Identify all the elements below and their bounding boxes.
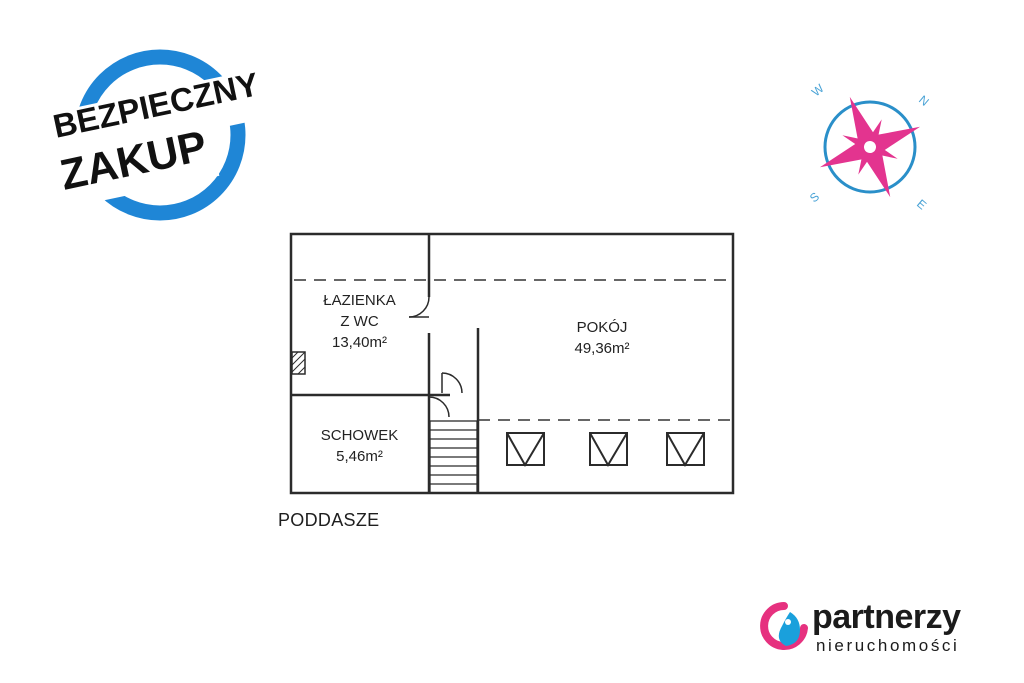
room-area: 13,40m²	[331, 334, 388, 351]
room-area: 49,36m²	[574, 340, 630, 357]
room-name: SCHOWEK	[320, 427, 399, 444]
badge-graphic: BEZPIECZNY ZAKUP	[42, 49, 262, 221]
partnerzy-logo-icon	[760, 602, 808, 650]
room-name: Z WC	[340, 313, 379, 330]
room-label-schowek: SCHOWEK 5,46m²	[302, 425, 417, 467]
compass-rose: W N S E	[800, 75, 945, 215]
brand-subtitle: nieruchomości	[816, 636, 960, 655]
stairs	[429, 420, 478, 494]
compass-icon: W N S E	[807, 81, 932, 213]
room-label-pokoj: POKÓJ 49,36m²	[537, 317, 667, 359]
compass-label-s: S	[807, 189, 822, 205]
partnerzy-logo: partnerzy nieruchomości	[760, 598, 1000, 660]
brand-name: partnerzy	[812, 598, 961, 636]
bezpieczny-zakup-badge: BEZPIECZNY ZAKUP	[38, 40, 262, 230]
floor-plan: ŁAZIENKA Z WC 13,40m² SCHOWEK 5,46m² POK…	[282, 225, 742, 505]
room-label-lazienka: ŁAZIENKA Z WC 13,40m²	[302, 290, 417, 353]
chimney	[291, 351, 306, 375]
compass-label-e: E	[914, 197, 929, 213]
room-area: 5,46m²	[336, 448, 383, 465]
roof-windows	[506, 432, 705, 467]
compass-label-n: N	[916, 93, 932, 109]
room-name: POKÓJ	[576, 319, 628, 336]
compass-label-w: W	[809, 81, 827, 99]
floor-plan-caption: PODDASZE	[278, 510, 380, 530]
outer-walls	[289, 232, 735, 495]
floor-plan-drawing	[289, 232, 735, 495]
room-name: ŁAZIENKA	[323, 292, 396, 309]
